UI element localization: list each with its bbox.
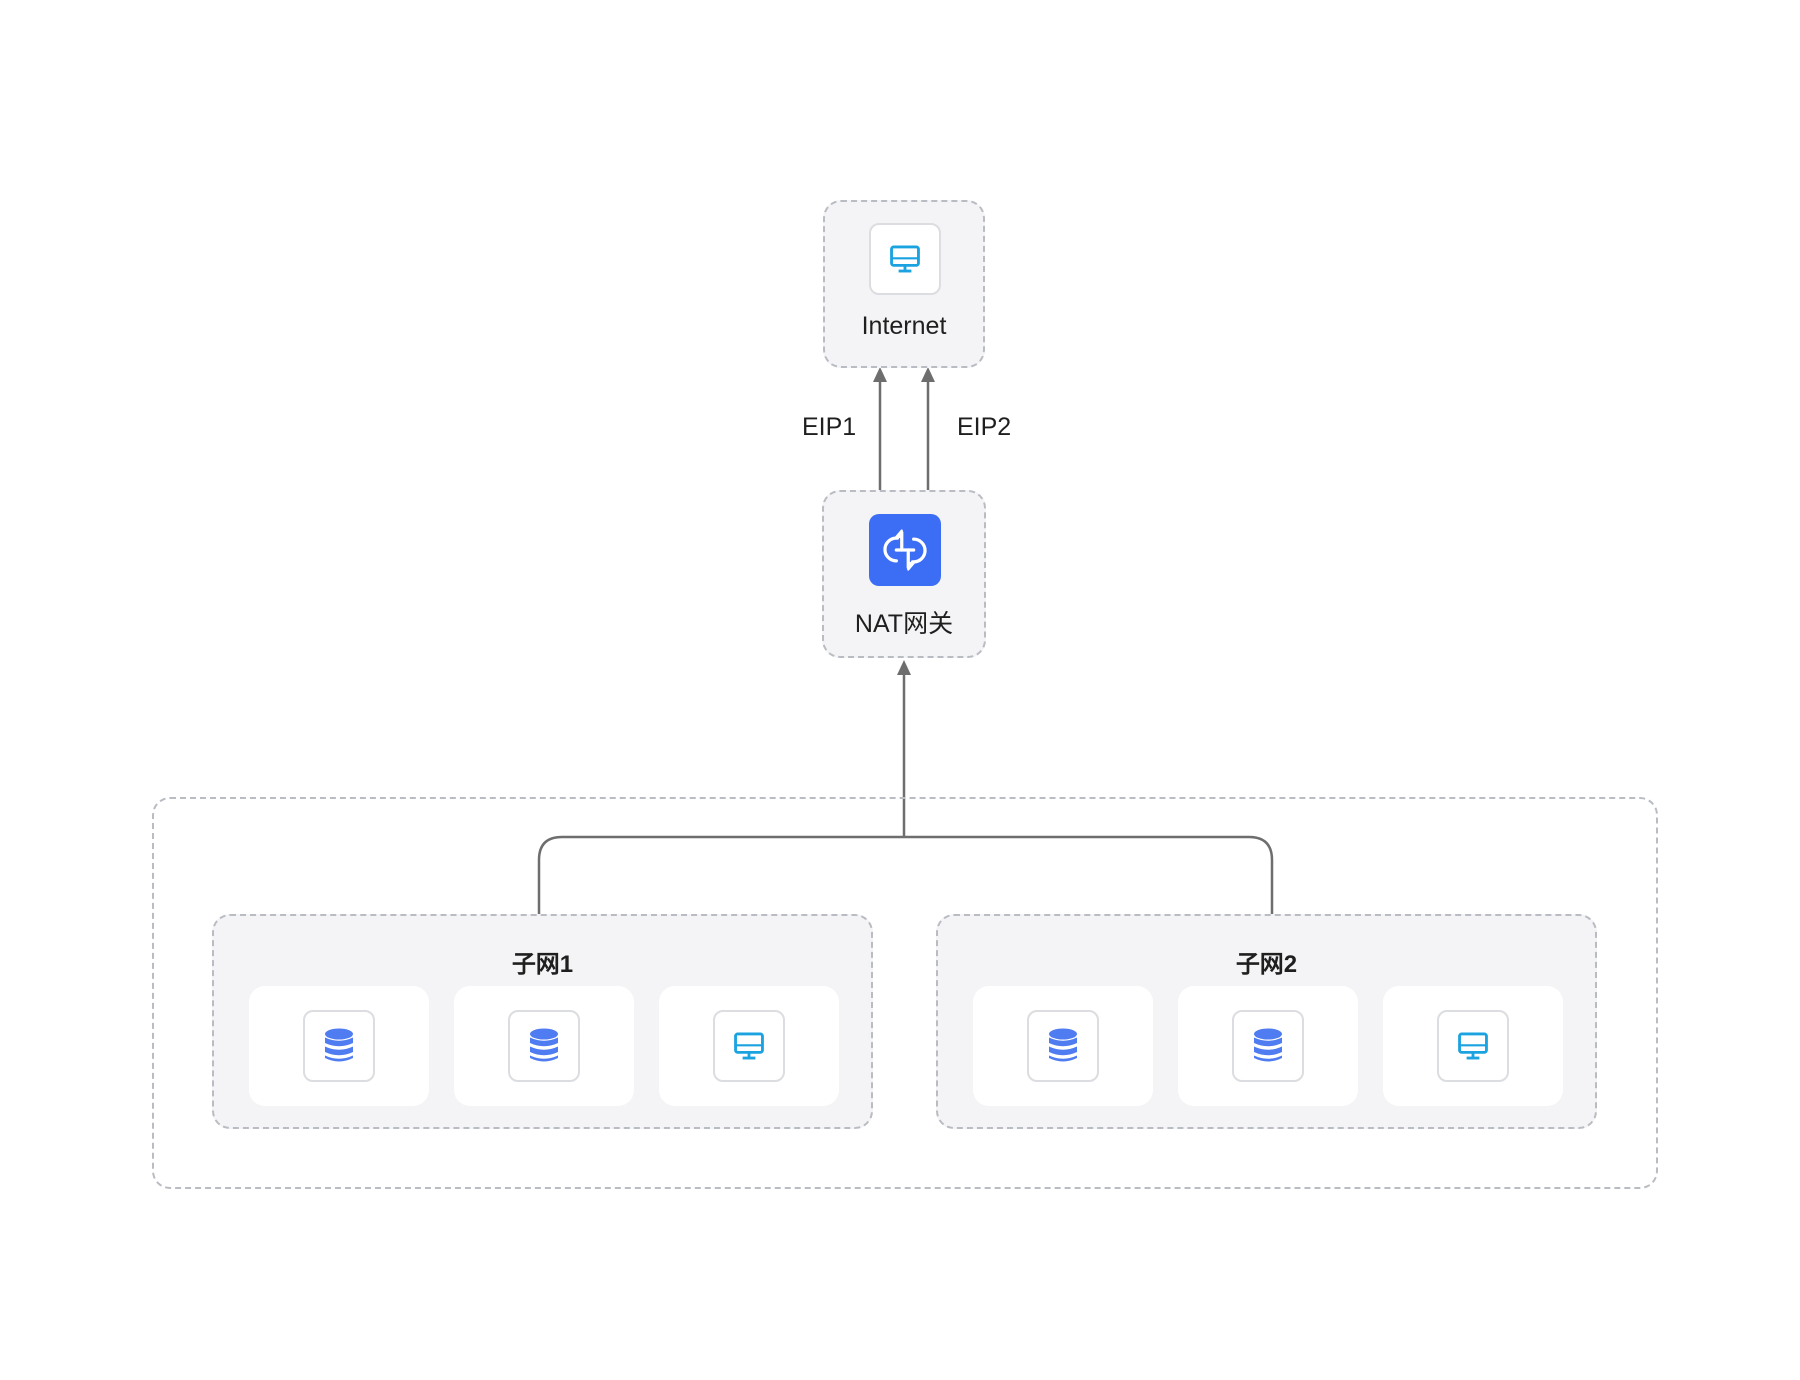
vpc-container [152,797,1658,1189]
database-icon [530,1028,558,1062]
resource-icon-tile [303,1010,375,1082]
nat-gateway-node[interactable]: NAT网关 [822,490,986,658]
resource-icon-tile [1437,1010,1509,1082]
database-icon [1254,1028,1282,1062]
eip2-label: EIP2 [957,413,1012,441]
subnet-1-title: 子网1 [511,951,574,978]
resource-icon-tile [508,1010,580,1082]
internet-node[interactable]: Internet [823,200,985,368]
subnet-branch-line [537,835,1274,914]
subnet-1-resource-card[interactable] [454,986,634,1106]
eip1-label: EIP1 [802,413,857,441]
resource-icon-tile [1232,1010,1304,1082]
monitor-icon [890,245,920,273]
resource-icon-tile [1027,1010,1099,1082]
nat-gateway-label: NAT网关 [854,610,954,638]
resource-icon-tile [713,1010,785,1082]
subnet-2-resource-card[interactable] [1383,986,1563,1106]
nat-icon-tile [869,514,941,586]
database-icon [325,1028,353,1062]
subnet-1-resource-card[interactable] [249,986,429,1106]
subnet-2-title: 子网2 [1235,951,1298,978]
database-icon [1049,1028,1077,1062]
internet-icon-tile [869,223,941,295]
subnet-2[interactable]: 子网2 [936,914,1597,1129]
monitor-icon [1458,1032,1488,1060]
internet-label: Internet [861,312,947,340]
subnet-2-resource-card[interactable] [1178,986,1358,1106]
monitor-icon [734,1032,764,1060]
nat-gateway-icon [883,529,927,571]
subnet-1-resource-card[interactable] [659,986,839,1106]
subnet-2-resource-card[interactable] [973,986,1153,1106]
subnet-1[interactable]: 子网1 [212,914,873,1129]
